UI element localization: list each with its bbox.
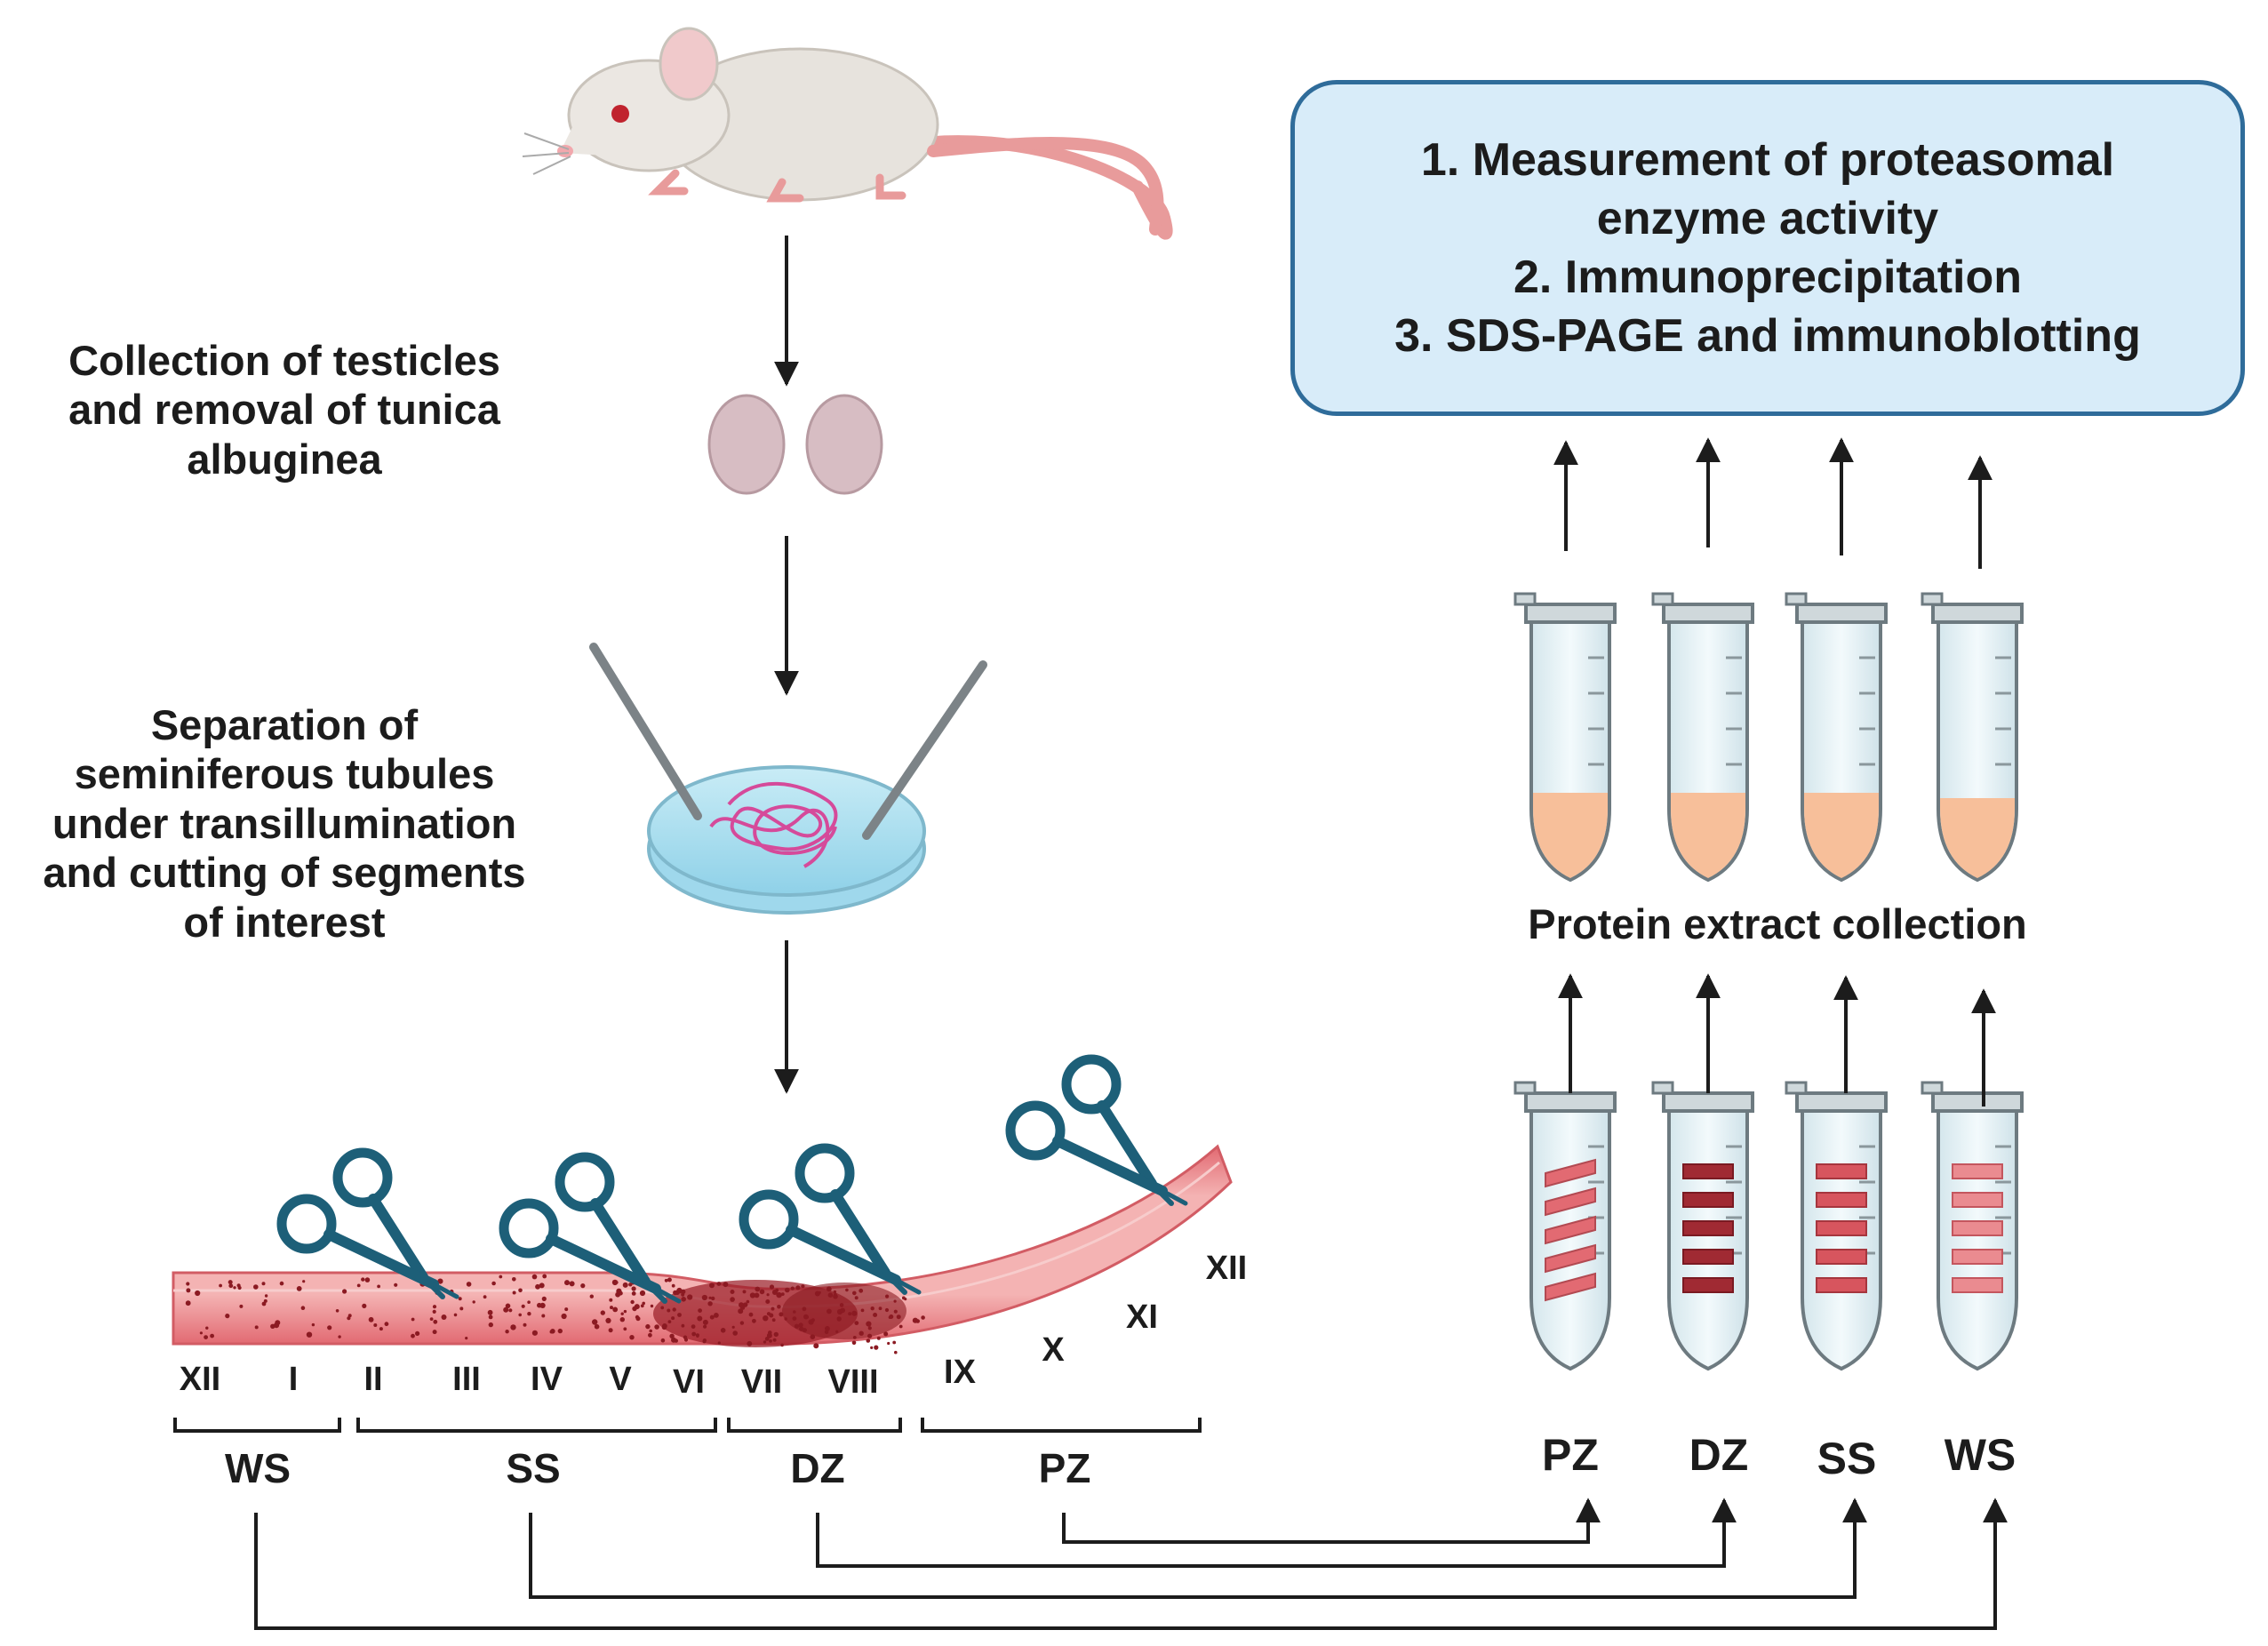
step-separation-line: of interest [183,898,386,946]
tube-icon [1785,592,1888,882]
flow-arrows-right [1553,437,1996,1107]
step-separation-line: seminiferous tubules [74,750,495,798]
zone-label-dz: DZ [790,1445,845,1491]
stage-label: X [1042,1331,1065,1369]
stage-label: VI [673,1363,705,1401]
tube-icon [1785,1081,1888,1370]
stage-label: III [452,1361,481,1398]
stage-label: XII [179,1361,221,1398]
stage-label: VIII [827,1363,879,1401]
tube-label-ss: SS [1817,1434,1877,1483]
analysis-line: 2. Immunoprecipitation [1513,252,2023,303]
step-separation-line: Separation of [150,701,419,748]
tube-label-dz: DZ [1689,1430,1749,1480]
tube-icon [1921,592,2024,882]
zone-to-tube-connectors [254,1498,2008,1630]
step-collection-label: Collection of testicles and removal of t… [0,336,569,483]
step-collection-line: Collection of testicles [68,337,500,384]
tube-icon [1921,1081,2024,1370]
seminiferous-tubule [172,1144,1233,1354]
tube-icon [1513,1081,1617,1370]
zone-label-pz: PZ [1038,1445,1091,1491]
stage-label: V [609,1361,632,1398]
step-collection-line: and removal of tunica [68,386,500,434]
stage-label: VII [740,1363,783,1401]
extract-tubes [1513,592,2024,882]
testicles-icon [707,394,883,495]
analysis-line: enzyme activity [1596,192,1939,244]
step-collection-line: albuginea [187,435,382,483]
zone-label-ws: WS [224,1445,291,1491]
protein-extract-label: Protein extract collection [1528,900,2027,947]
stage-label: IX [944,1354,976,1391]
analysis-line: 3. SDS-PAGE and immunoblotting [1394,310,2141,363]
segment-tubes [1513,1081,2024,1370]
tube-label-ws: WS [1944,1430,2016,1480]
step-separation-label: Separation of seminiferous tubules under… [0,700,569,947]
step-separation-line: and cutting of segments [43,849,526,897]
zone-brackets [173,1418,1202,1433]
mouse-icon [522,27,1173,240]
downstream-analyses-box: 1. Measurement of proteasomal enzyme act… [1290,80,2245,416]
petri-dish-icon [647,765,926,915]
stage-label: XI [1126,1298,1158,1336]
stage-label: II [363,1361,383,1398]
tube-icon [1651,1081,1754,1370]
forceps-icon [589,643,987,840]
stage-label: I [288,1361,299,1398]
stage-label: XII [1205,1250,1248,1287]
zone-label-ss: SS [506,1445,561,1491]
stage-label: IV [531,1361,563,1398]
step-separation-line: under transillumination [52,799,517,847]
tube-icon [1513,592,1617,882]
tube-icon [1651,592,1754,882]
analysis-line: 1. Measurement of proteasomal [1420,133,2115,186]
tube-label-pz: PZ [1542,1430,1599,1480]
